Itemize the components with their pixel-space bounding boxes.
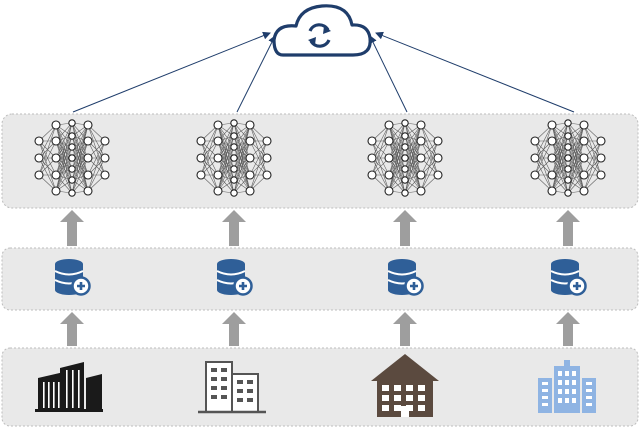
black-office-building-icon — [35, 362, 103, 412]
cloud-sync-icon — [272, 4, 372, 57]
column-4 — [530, 119, 606, 413]
data-to-model-arrow — [222, 210, 246, 246]
column-1 — [34, 119, 110, 412]
neural-network-icon — [367, 119, 443, 197]
upload-arrow — [369, 35, 408, 113]
data-layer-panel — [1, 247, 639, 311]
column-2 — [196, 119, 272, 414]
neural-network-icon — [196, 119, 272, 197]
database-add-icon — [54, 259, 91, 296]
neural-network-icon — [34, 119, 110, 197]
column-3 — [367, 119, 443, 417]
upload-arrow — [375, 31, 575, 113]
data-to-model-arrow — [393, 210, 417, 246]
neural-network-icon — [530, 119, 606, 197]
upload-arrow — [236, 35, 276, 113]
data-to-model-arrow — [60, 210, 84, 246]
org-to-data-arrow — [393, 312, 417, 346]
org-to-data-arrow — [222, 312, 246, 346]
upload-arrow — [72, 31, 271, 113]
database-add-icon — [216, 259, 253, 296]
org-to-data-arrow — [60, 312, 84, 346]
database-add-icon — [387, 259, 424, 296]
data-to-model-arrow — [556, 210, 580, 246]
model-layer-panel — [1, 113, 639, 209]
database-add-icon — [550, 259, 587, 296]
columns — [34, 119, 606, 417]
outline-office-building-icon — [198, 361, 266, 414]
org-to-data-arrow — [556, 312, 580, 346]
upload-lines — [72, 31, 575, 113]
organization-layer-panel — [1, 347, 639, 427]
blue-tower-building-icon — [538, 360, 596, 413]
brick-house-icon — [371, 354, 439, 417]
